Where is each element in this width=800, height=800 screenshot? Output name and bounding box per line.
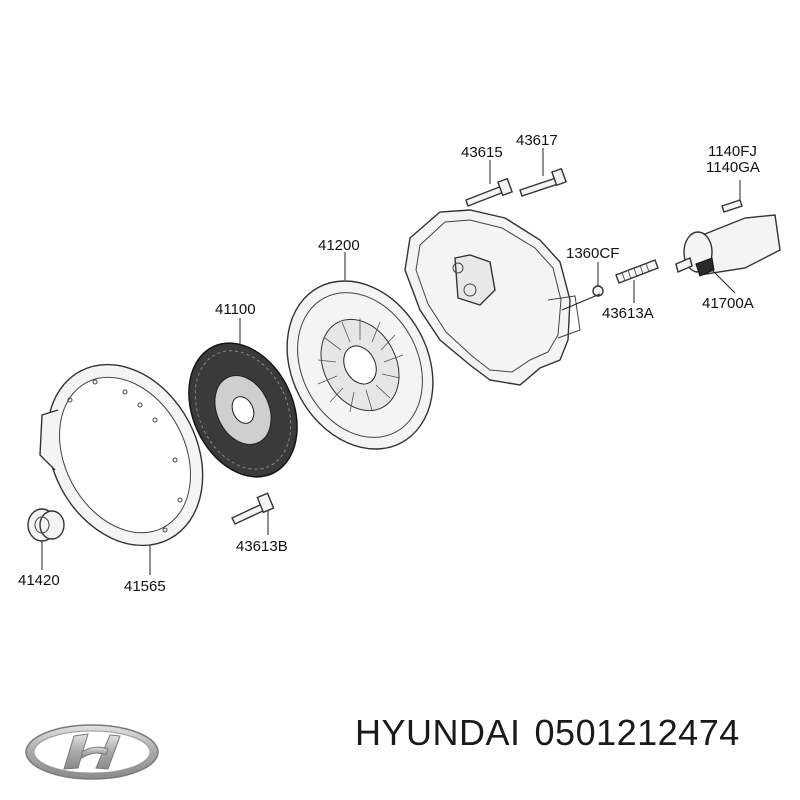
part-labels: 43615 43617 1140FJ 1140GA 41200 1360CF 4… xyxy=(18,132,760,595)
label-43617: 43617 xyxy=(516,132,558,149)
part-number: 0501212474 xyxy=(534,712,740,753)
part-41700A-slave-cylinder xyxy=(675,214,781,277)
part-bell-housing xyxy=(404,209,581,386)
part-43613B-bolt xyxy=(231,492,275,525)
label-43615: 43615 xyxy=(461,144,503,161)
hyundai-logo xyxy=(25,724,159,780)
label-41565: 41565 xyxy=(124,578,166,595)
brand-name: HYUNDAI xyxy=(355,712,521,753)
part-41100-clutch-disc xyxy=(188,342,298,478)
part-43613A-stud xyxy=(615,259,659,284)
leader-lines xyxy=(41,148,741,575)
label-41700A: 41700A xyxy=(702,295,754,312)
label-41100: 41100 xyxy=(215,301,256,318)
part-41200-pressure-plate xyxy=(286,280,434,450)
label-1360CF: 1360CF xyxy=(566,245,619,262)
part-41565-housing-cover xyxy=(39,363,204,547)
label-41200: 41200 xyxy=(318,237,360,254)
part-41420-release-bearing xyxy=(27,508,65,542)
label-1140GA: 1140GA xyxy=(706,159,760,176)
part-43617-bolt xyxy=(519,167,567,197)
label-1140FJ: 1140FJ xyxy=(708,143,757,160)
label-43613A: 43613A xyxy=(602,305,654,322)
label-41420: 41420 xyxy=(18,572,60,589)
part-1140-bolt xyxy=(721,199,743,213)
brand-part-number: HYUNDAI 0501212474 xyxy=(355,712,754,754)
label-43613B: 43613B xyxy=(236,538,288,555)
part-43615-bolt xyxy=(465,177,513,207)
